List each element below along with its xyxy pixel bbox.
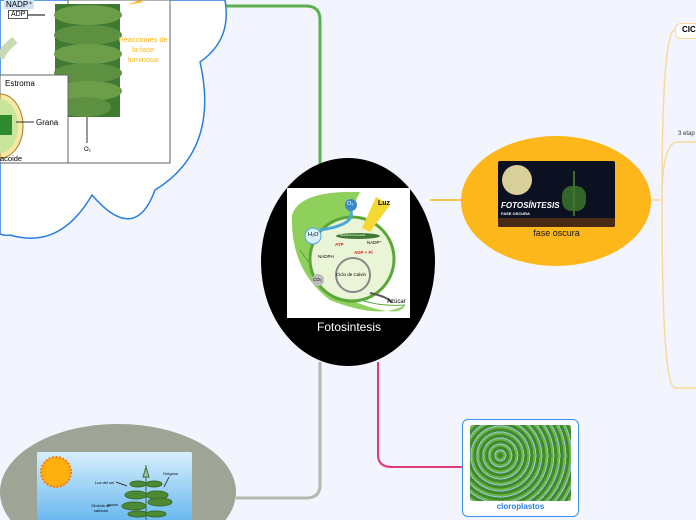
cloud-label-reactions: Reacciones de la fase luminosa bbox=[118, 35, 168, 64]
bottom-label-luz: Luz del sol bbox=[95, 480, 115, 485]
cloud-label-grana: Grana bbox=[36, 118, 59, 127]
connector-chloroplasts bbox=[377, 362, 462, 468]
right-node-label: CIC bbox=[682, 25, 696, 34]
dark-phase-image: FOTOSÍNTESIS FASE OSCURA bbox=[498, 161, 615, 227]
photosynthesis-diagram-image bbox=[291, 191, 406, 312]
diagram-label-azucar: Azúcar bbox=[387, 299, 406, 305]
diagram-label-calvin: Ciclo de Calvin bbox=[336, 272, 367, 277]
right-node-cic[interactable]: CIC bbox=[675, 23, 696, 39]
connector-cloud bbox=[225, 4, 322, 165]
cloud-label-adp: ADP bbox=[8, 10, 29, 19]
plant-image bbox=[121, 465, 173, 520]
chloroplasts-node[interactable]: cloroplastos bbox=[462, 419, 579, 517]
bottom-label-co2: Dióxido de carbono bbox=[91, 503, 111, 513]
dark-phase-image-subtitle: FASE OSCURA bbox=[501, 211, 530, 216]
diagram-label-luz: Luz bbox=[378, 200, 391, 207]
central-node-label[interactable]: Fotosintesis bbox=[316, 320, 382, 334]
diagram-label-o2: O₂ bbox=[347, 201, 354, 207]
connector-right bbox=[651, 29, 696, 389]
chloroplasts-image bbox=[470, 425, 571, 501]
diagram-label-h2o: H₂O bbox=[308, 232, 319, 238]
dark-phase-label[interactable]: fase oscura bbox=[533, 228, 580, 238]
right-branch-text[interactable]: 3 etap bbox=[678, 131, 695, 137]
cloud-label-thylakoid: acoide bbox=[0, 154, 23, 163]
diagram-label-reactions: Reacciones luminosas bbox=[340, 234, 366, 237]
bottom-label-oxigeno: Oxígeno bbox=[163, 471, 179, 476]
diagram-label-nadp: NADP⁺ bbox=[367, 240, 382, 245]
cloud-label-estroma: Estroma bbox=[5, 79, 35, 88]
sun-icon bbox=[40, 456, 72, 488]
diagram-label-adp: ADP + Pi bbox=[354, 250, 373, 255]
diagram-label-atp: ATP bbox=[335, 242, 344, 247]
cloud-label-nadp: NADP⁺ bbox=[4, 0, 35, 9]
chloroplasts-label: cloroplastos bbox=[496, 502, 545, 511]
diagram-label-nadph: NADPH bbox=[318, 254, 334, 259]
cloud-label-o2: O₂ bbox=[84, 147, 91, 153]
connector-bottom bbox=[236, 362, 322, 500]
dark-phase-image-title: FOTOSÍNTESIS bbox=[501, 201, 560, 210]
moon-icon bbox=[502, 165, 532, 195]
diagram-label-co2: CO₂ bbox=[313, 277, 322, 282]
